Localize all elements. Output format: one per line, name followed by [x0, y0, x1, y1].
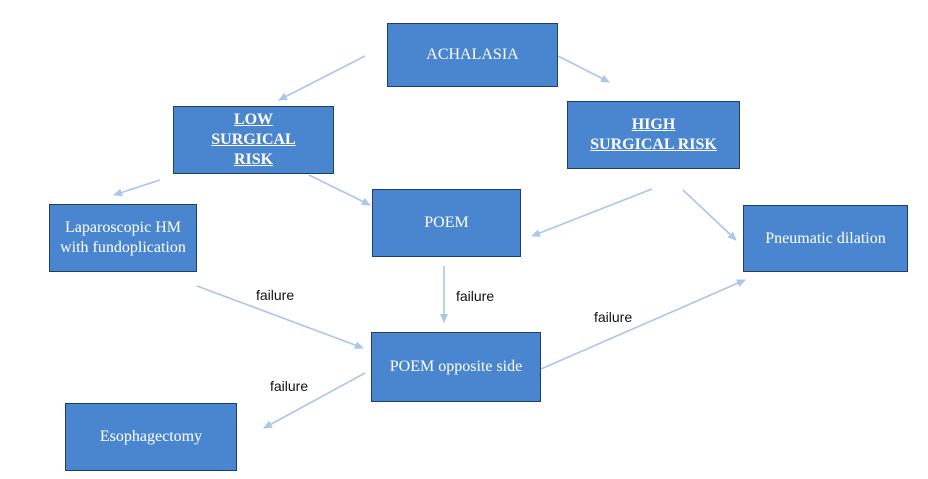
arrow-high-risk-to-pneumatic	[682, 189, 737, 241]
arrow-high-risk-to-poem	[531, 188, 653, 237]
label-failure-pneumatic: failure	[594, 309, 633, 325]
arrow-achalasia-to-high-risk	[557, 55, 610, 83]
node-poem: POEM	[372, 189, 521, 257]
node-laparoscopic-hm: Laparoscopic HM with fundoplication	[49, 204, 197, 272]
label-failure-esophagectomy: failure	[270, 378, 309, 394]
label-failure-laparoscopic: failure	[256, 287, 295, 303]
arrow-opposite-to-pneumatic	[540, 279, 746, 370]
label-failure-poem: failure	[456, 288, 495, 304]
node-high-surgical-risk: HIGH SURGICAL RISK	[567, 101, 740, 169]
arrow-achalasia-to-low-risk	[278, 55, 366, 101]
arrow-laparoscopic-to-opposite	[196, 285, 364, 349]
arrow-opposite-to-esophagectomy	[263, 372, 366, 429]
node-esophagectomy: Esophagectomy	[65, 403, 237, 471]
node-achalasia: ACHALASIA	[387, 23, 558, 87]
arrow-low-risk-to-poem	[308, 174, 371, 206]
node-poem-opposite-side: POEM opposite side	[371, 332, 541, 402]
node-pneumatic-dilation: Pneumatic dilation	[743, 205, 908, 272]
arrow-low-risk-to-laparoscopic	[113, 179, 161, 197]
node-low-surgical-risk: LOW SURGICAL RISK	[173, 106, 334, 174]
